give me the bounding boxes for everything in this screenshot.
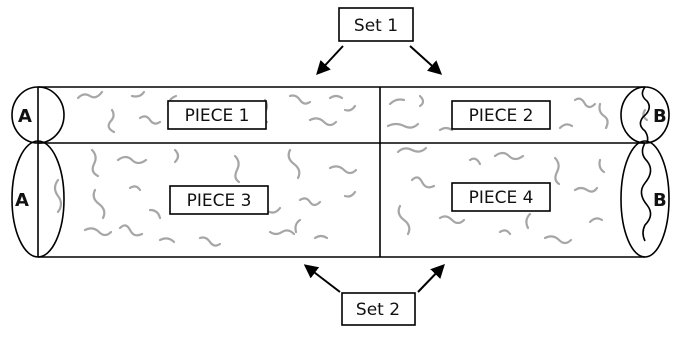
piece-3-text: PIECE 3 xyxy=(187,191,252,211)
set-1-arrow-left xyxy=(316,45,344,76)
end-label-right-top: B xyxy=(653,106,667,127)
piece-1-text: PIECE 1 xyxy=(185,106,250,126)
wood-grain-texture xyxy=(53,90,649,247)
set-2-callout: Set 2 xyxy=(303,263,445,326)
crack-line-bottom xyxy=(640,142,652,242)
set-2-arrow-left xyxy=(303,264,341,293)
end-label-left-top: A xyxy=(18,106,32,127)
end-label-left-bottom: A xyxy=(15,190,29,211)
log-outline xyxy=(11,86,670,258)
piece-3-label: PIECE 3 xyxy=(169,185,269,215)
set-1-arrow-right xyxy=(409,45,443,75)
piece-2-label: PIECE 2 xyxy=(451,100,551,130)
piece-2-text: PIECE 2 xyxy=(469,106,534,126)
set-1-callout: Set 1 xyxy=(316,7,443,76)
end-label-right-bottom: B xyxy=(653,190,667,211)
crack-line-top xyxy=(639,86,651,144)
piece-1-label: PIECE 1 xyxy=(167,100,267,130)
piece-4-text: PIECE 4 xyxy=(469,188,534,208)
set-2-arrow-right xyxy=(417,263,445,293)
set-1-text: Set 1 xyxy=(354,16,398,36)
set-2-text: Set 2 xyxy=(356,300,400,320)
piece-4-label: PIECE 4 xyxy=(451,182,551,212)
